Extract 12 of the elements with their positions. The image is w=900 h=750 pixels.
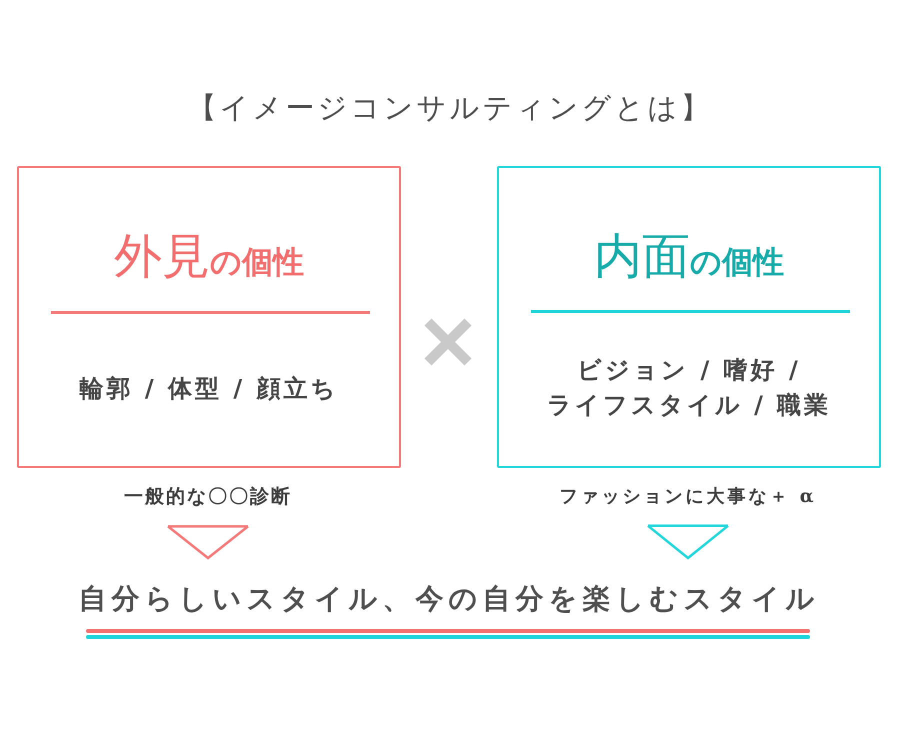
title: 【イメージコンサルティングとは】 [188,91,712,125]
body-text: 輪郭 / 体型 / 顔立ち [78,372,340,404]
heading: 外見の個性 [114,230,304,284]
body-text: ビジョン / 嗜好 / ライフスタイル / 職業 [546,354,832,421]
arrow [166,525,250,560]
info-box [17,166,401,468]
arrow [646,524,730,560]
info-box [497,166,881,468]
summary-text: 自分らしいスタイル、今の自分を楽しむスタイル [78,560,820,616]
heading: 内面の個性 [594,230,784,284]
caption-text: 一般的な〇〇診断 [124,486,292,508]
caption-text: ファッションに大事な＋ α [559,486,817,508]
